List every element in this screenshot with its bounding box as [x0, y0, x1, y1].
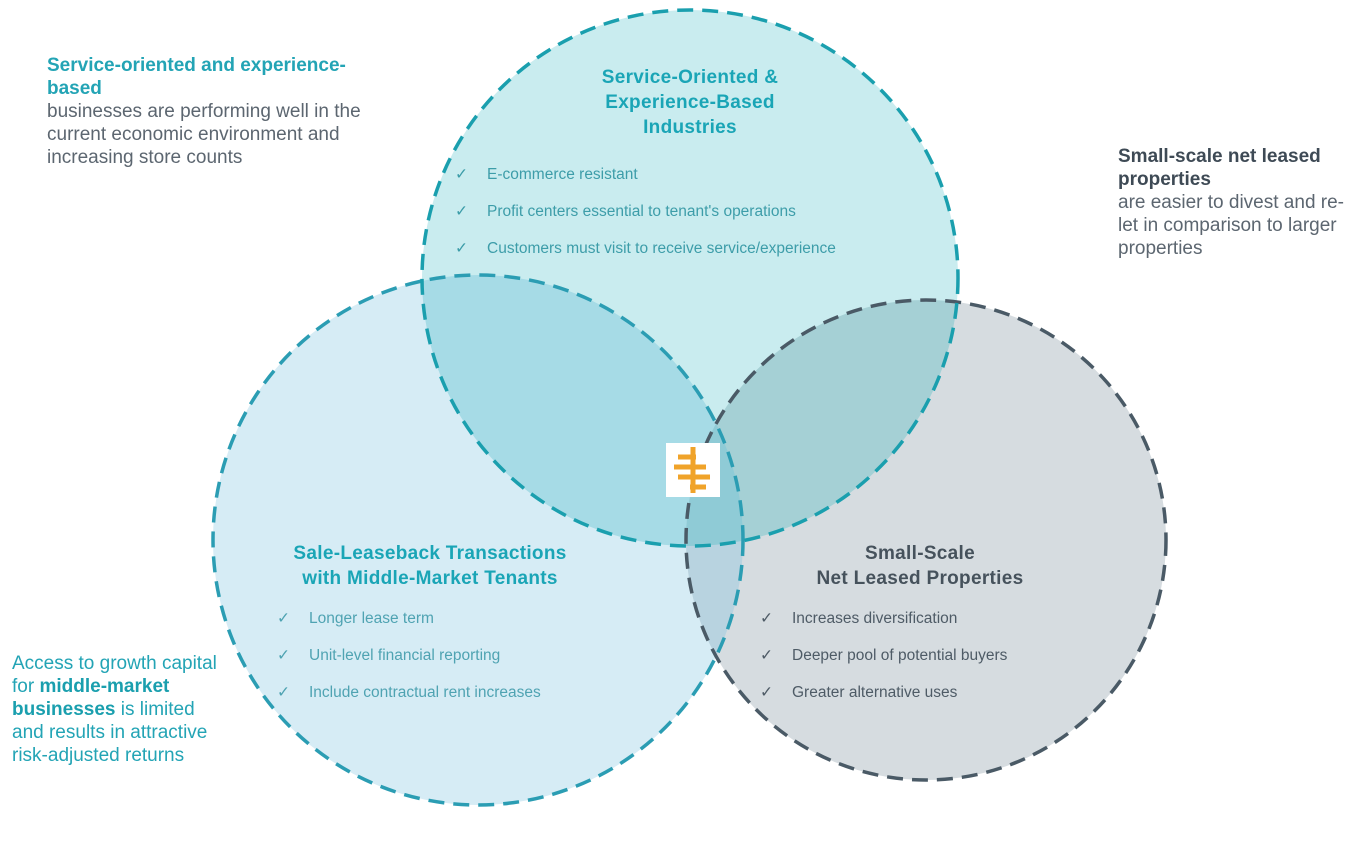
- checkmark-icon: ✓: [760, 647, 773, 664]
- checklist-item-text: Include contractual rent increases: [309, 684, 541, 701]
- circle-right-title-line: Small-Scale: [865, 543, 975, 564]
- circle-left-outline: [211, 273, 745, 807]
- note-small-scale-bold: Small-scale net leased properties: [1118, 146, 1321, 190]
- checklist-item-text: E-commerce resistant: [487, 166, 638, 183]
- circle-left-title-line: Sale-Leaseback Transactions: [293, 543, 567, 564]
- note-service-text: businesses are performing well in the cu…: [47, 101, 361, 168]
- note-access-growth: Access to growth capital for middle-mark…: [12, 652, 222, 767]
- checkmark-icon: ✓: [277, 647, 290, 664]
- checklist-item-text: Customers must visit to receive service/…: [487, 240, 836, 257]
- checklist-item-text: Increases diversification: [792, 610, 958, 627]
- checklist-item-text: Longer lease term: [309, 610, 434, 627]
- circle-left-title-line: with Middle-Market Tenants: [302, 568, 558, 589]
- checklist-item-text: Profit centers essential to tenant's ope…: [487, 203, 796, 220]
- note-service-oriented: Service-oriented and experience-based bu…: [47, 54, 377, 169]
- circle-right-title-line: Net Leased Properties: [816, 568, 1024, 589]
- circle-left-title: Sale-Leaseback Transactions with Middle-…: [230, 541, 630, 591]
- circle-top-outline: [420, 8, 960, 548]
- circle-top-title-line: Experience-Based: [605, 92, 775, 113]
- checkmark-icon: ✓: [455, 166, 468, 183]
- note-small-scale: Small-scale net leased properties are ea…: [1118, 145, 1348, 260]
- checklist-item-text: Deeper pool of potential buyers: [792, 647, 1008, 664]
- circle-right-title: Small-Scale Net Leased Properties: [735, 541, 1105, 591]
- checkmark-icon: ✓: [760, 610, 773, 627]
- checkmark-icon: ✓: [277, 610, 290, 627]
- circle-top-title: Service-Oriented & Experience-Based Indu…: [540, 65, 840, 140]
- note-small-scale-text: are easier to divest and re-let in compa…: [1118, 192, 1345, 259]
- pole-logo-icon: [666, 443, 720, 497]
- note-access-before: Access to growth capital for: [12, 653, 217, 697]
- circle-top-title-line: Industries: [643, 117, 737, 138]
- checkmark-icon: ✓: [455, 203, 468, 220]
- note-service-bold: Service-oriented and experience-based: [47, 55, 346, 99]
- overlap-top-right: [686, 300, 958, 546]
- circle-top-title-line: Service-Oriented &: [601, 67, 779, 88]
- circle-right-outline: [684, 298, 1168, 782]
- note-access-bold: middle-market businesses: [12, 676, 170, 720]
- checkmark-icon: ✓: [760, 684, 773, 701]
- note-access-after: is limited and results in attractive ris…: [12, 699, 208, 766]
- checklist-item-text: Greater alternative uses: [792, 684, 958, 701]
- checkmark-icon: ✓: [277, 684, 290, 701]
- checklist-item-text: Unit-level financial reporting: [309, 647, 501, 664]
- checkmark-icon: ✓: [455, 240, 468, 257]
